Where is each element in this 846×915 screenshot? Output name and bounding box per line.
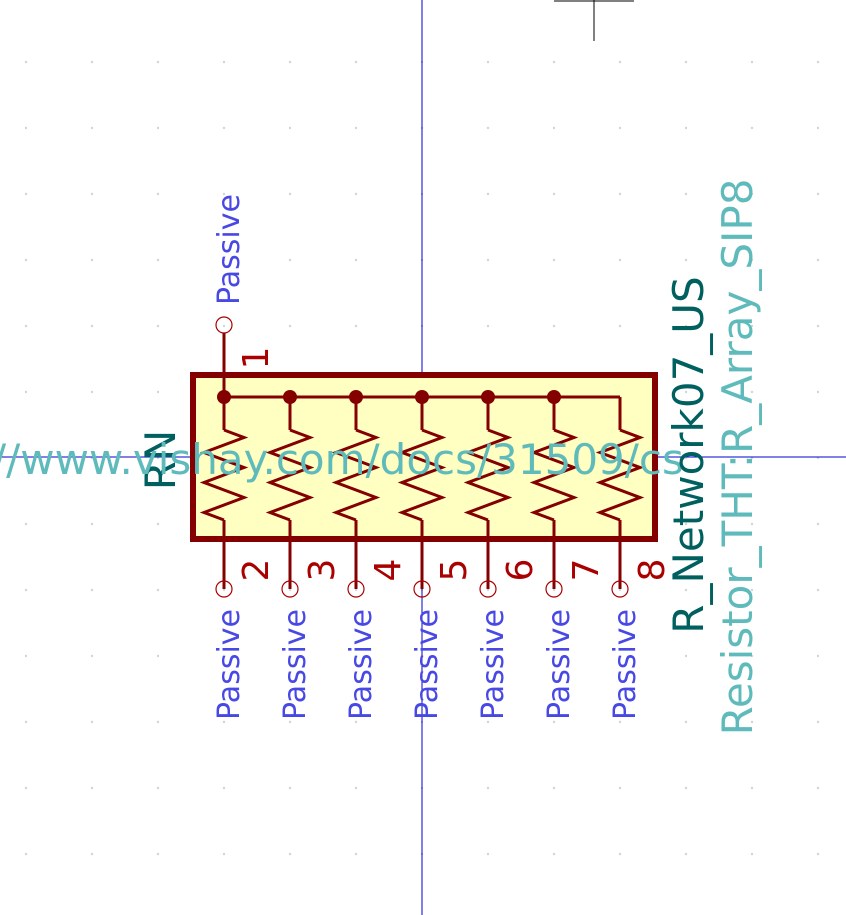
junction-dot <box>415 390 429 404</box>
junction-dot <box>481 390 495 404</box>
pin-1[interactable]: 1 Passive <box>212 194 277 397</box>
pin-number: 1 <box>236 347 277 370</box>
junction-dot <box>547 390 561 404</box>
resistor-array <box>199 397 645 589</box>
pin-type-label: Passive <box>410 609 445 720</box>
pin-type-label: Passive <box>212 609 247 720</box>
pin-type-label: Passive <box>278 609 313 720</box>
pin-type-label: Passive <box>344 609 379 720</box>
value-text[interactable]: R_Network07_US <box>664 276 713 633</box>
pin-number: 4 <box>368 559 409 582</box>
datasheet-text[interactable]: //www.vishay.com/docs/31509/cs <box>0 435 684 484</box>
junction-dot <box>283 390 297 404</box>
pin-type-label: Passive <box>608 609 643 720</box>
pin-type-label: Passive <box>212 194 247 305</box>
pin-type-label: Passive <box>542 609 577 720</box>
pin-endpoint[interactable] <box>479 580 497 598</box>
junction-dot <box>349 390 363 404</box>
pin-endpoint[interactable] <box>545 580 563 598</box>
reference-designator[interactable]: RN <box>136 430 185 491</box>
footprint-text[interactable]: Resistor_THT:R_Array_SIP8 <box>713 179 762 736</box>
pin-endpoint[interactable] <box>215 316 233 334</box>
pin-endpoint[interactable] <box>611 580 629 598</box>
pin-endpoint[interactable] <box>281 580 299 598</box>
pin-number: 7 <box>566 559 607 582</box>
pin-number: 8 <box>632 559 673 582</box>
pin-endpoint[interactable] <box>215 580 233 598</box>
cursor-crosshair <box>554 0 634 41</box>
pin-endpoint[interactable] <box>413 580 431 598</box>
pin-number: 2 <box>236 559 277 582</box>
resistor <box>595 397 645 589</box>
pin-endpoint[interactable] <box>347 580 365 598</box>
pin-group: 1Passive2Passive3Passive4Passive5Passive… <box>212 194 673 720</box>
pin-number: 5 <box>434 559 475 582</box>
pin-number: 3 <box>302 559 343 582</box>
pin-number: 6 <box>500 559 541 582</box>
pin-type-label: Passive <box>476 609 511 720</box>
